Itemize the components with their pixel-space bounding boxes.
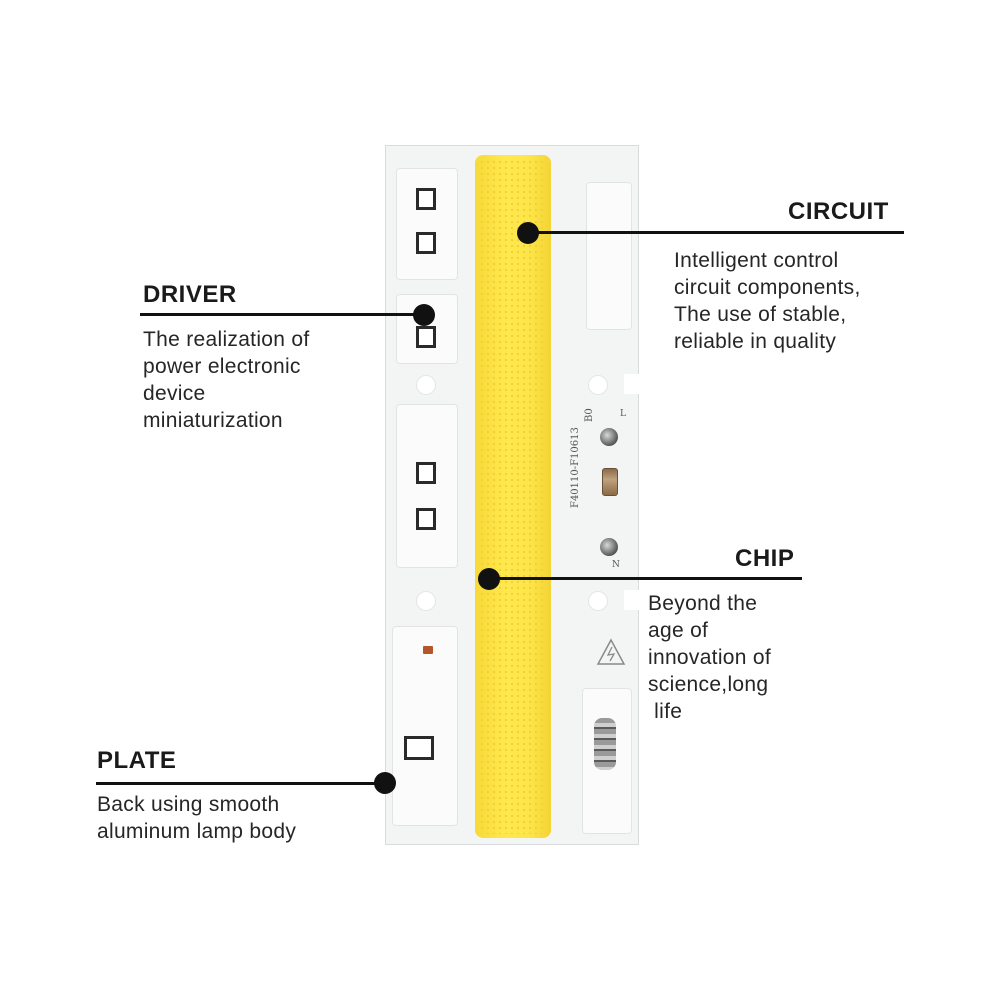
driver-marker-dot	[413, 304, 435, 326]
terminal-l-label: L	[620, 409, 626, 419]
plate-pad	[392, 626, 458, 826]
circuit-leader-line	[528, 231, 904, 234]
plate-marker-dot	[374, 772, 396, 794]
chip-marker-dot	[478, 568, 500, 590]
plate-description: Back using smooth aluminum lamp body	[97, 793, 297, 843]
board-part-code: F40110-F10613	[570, 427, 581, 508]
board-rev-code: B0	[584, 408, 595, 422]
circuit-description: Intelligent control circuit components, …	[674, 249, 861, 353]
resistor-component	[602, 468, 618, 496]
led-chip-strip	[475, 155, 551, 838]
mounting-hole	[588, 591, 608, 611]
driver-leader-line	[140, 313, 425, 316]
smd-component	[423, 646, 433, 654]
driver-title: DRIVER	[143, 281, 237, 308]
driver-chip-contact	[416, 508, 436, 530]
terminal-n-label: N	[612, 560, 620, 570]
driver-chip-contact	[416, 326, 436, 348]
terminal-screw-l	[600, 428, 618, 446]
terminal-screw-n	[600, 538, 618, 556]
driver-pad-lower	[396, 404, 458, 568]
mounting-hole	[416, 591, 436, 611]
board-notch	[624, 590, 640, 610]
plate-title: PLATE	[97, 747, 177, 774]
driver-chip-contact	[416, 232, 436, 254]
circuit-title: CIRCUIT	[788, 198, 889, 225]
driver-chip-contact	[416, 462, 436, 484]
chip-title: CHIP	[735, 545, 795, 572]
led-cob-board: F40110-F10613 B0 L N	[385, 145, 640, 845]
mounting-hole	[416, 375, 436, 395]
plate-leader-line	[96, 782, 386, 785]
circuit-pad-top	[586, 182, 632, 330]
chip-description: Beyond the age of innovation of science,…	[648, 592, 771, 723]
circuit-marker-dot	[517, 222, 539, 244]
warning-triangle-icon	[596, 638, 626, 665]
driver-description: The realization of power electronic devi…	[143, 328, 310, 432]
power-resistor	[594, 718, 616, 770]
driver-pad-top	[396, 168, 458, 280]
chip-leader-line	[489, 577, 802, 580]
mounting-hole	[588, 375, 608, 395]
driver-chip-contact	[416, 188, 436, 210]
board-notch	[624, 374, 640, 394]
plate-contact	[404, 736, 434, 760]
